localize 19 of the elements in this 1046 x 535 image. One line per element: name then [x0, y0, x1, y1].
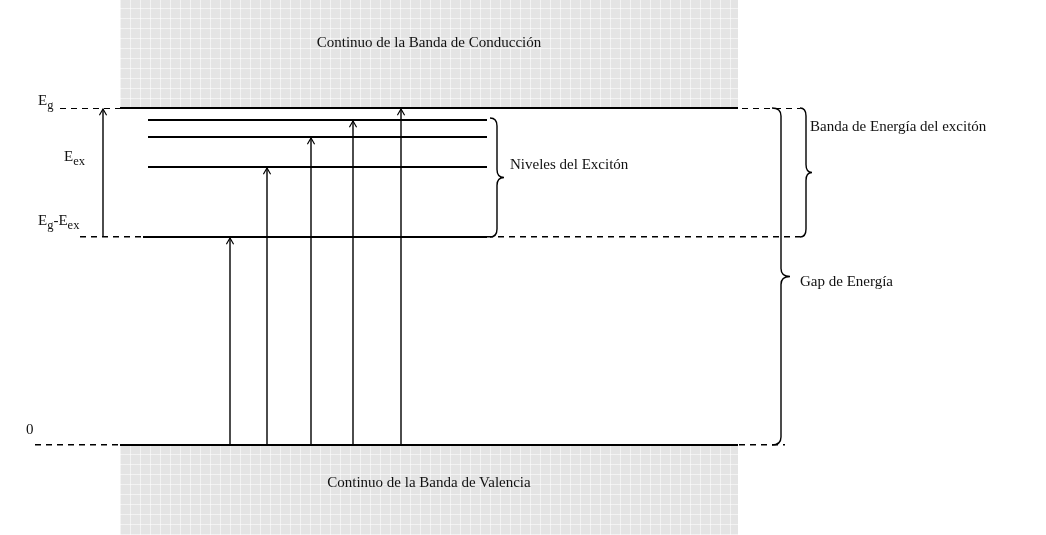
energy-level-line: [148, 119, 487, 121]
energy-level-line: [148, 166, 487, 168]
axis-label: Gap de Energía: [800, 273, 894, 290]
energy-value-label: E$_{g}$: [38, 92, 54, 113]
axis-label: Banda de Energía del excitón: [810, 118, 988, 135]
energy-level-line: [80, 236, 800, 238]
energy-level-line: [148, 136, 487, 138]
energy-value-label: E$_{g}$-E$_{ex}$: [38, 212, 80, 233]
band-label: Continuo de la Banda de Valencia: [326, 474, 532, 491]
energy-value-label: 0: [26, 421, 34, 438]
axis-label: E$_{ex}$: [64, 148, 85, 169]
transition-arrow: [225, 237, 235, 445]
transition-arrow: [396, 108, 406, 445]
transition-arrow: [348, 120, 358, 445]
band-label: Continuo de la Banda de Conducción: [315, 34, 543, 51]
axis-label: Niveles del Excitón: [510, 156, 629, 173]
transition-arrow: [306, 137, 316, 445]
transition-arrow: [262, 167, 272, 445]
transition-arrow: [98, 108, 108, 237]
